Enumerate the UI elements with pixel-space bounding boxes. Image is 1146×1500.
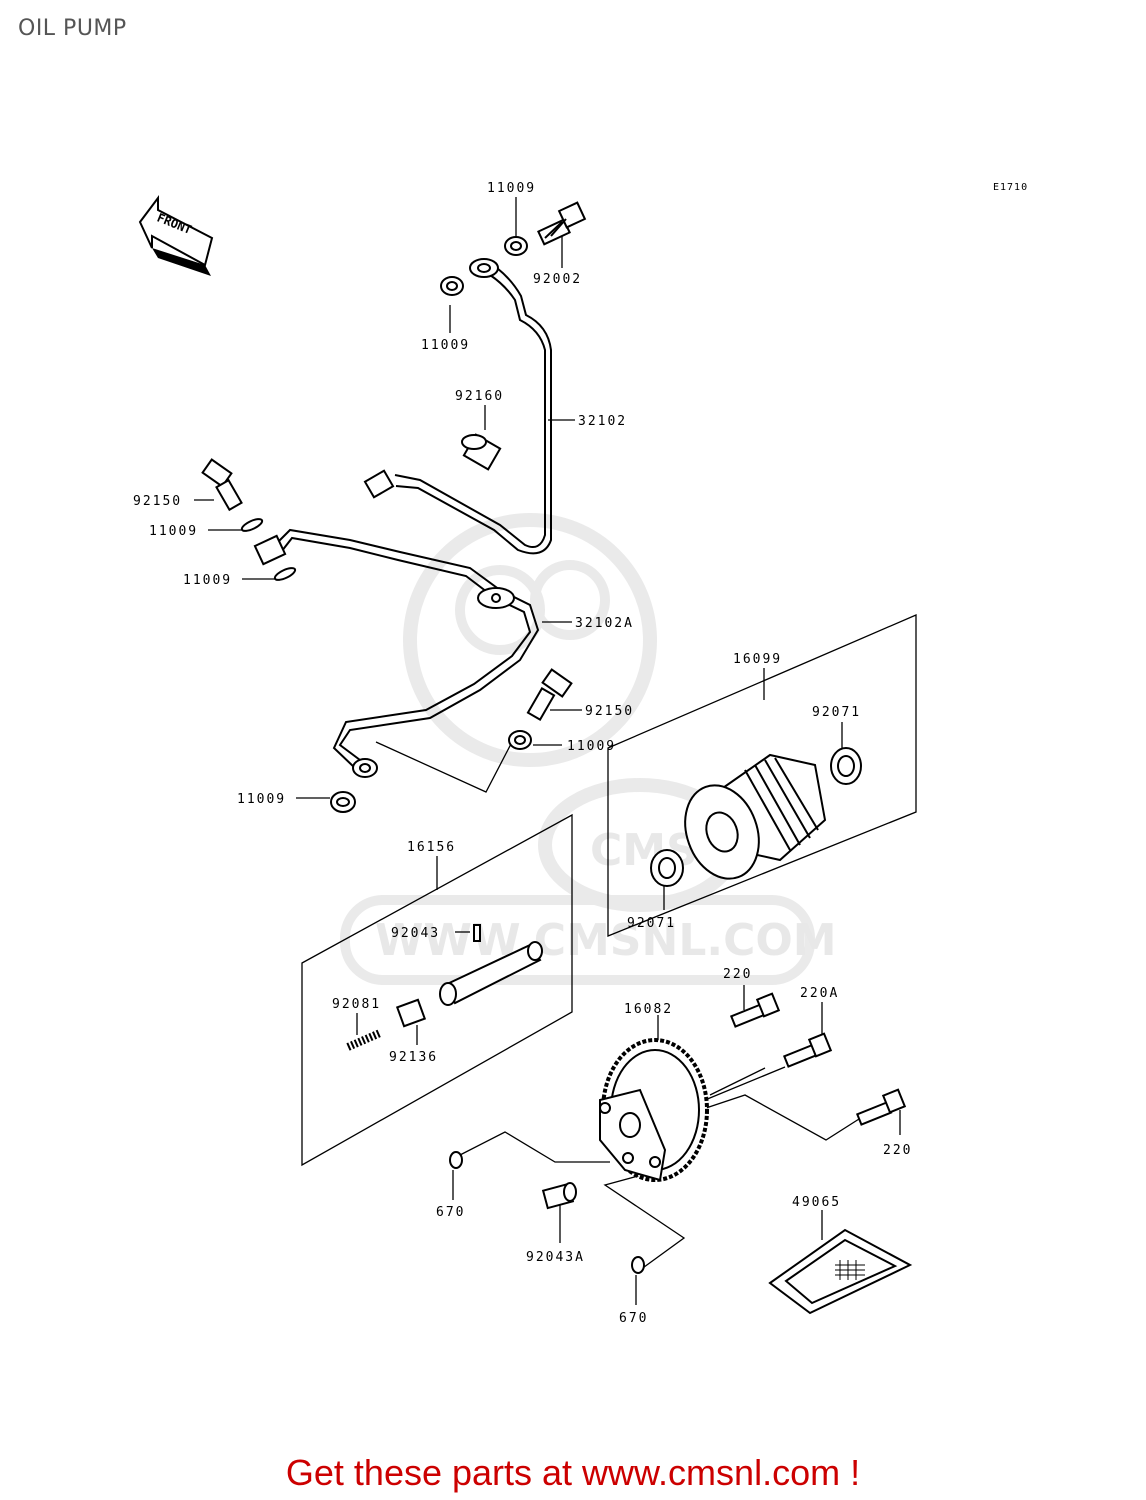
oil-pipe-32102a [253,528,540,778]
label-92043: 92043 [391,926,440,941]
label-92071-lower: 92071 [627,916,676,931]
o-ring-icon [650,747,862,887]
label-220-lower: 220 [883,1143,912,1158]
label-92043a: 92043A [526,1250,585,1265]
label-11009-mid-left: 11009 [183,573,232,588]
label-670-bottom: 670 [619,1311,648,1326]
collar-icon [461,433,502,471]
oil-pump-icon [599,1038,709,1182]
label-92136: 92136 [389,1050,438,1065]
oil-pipe-32102 [363,258,552,555]
label-670-left: 670 [436,1205,465,1220]
page-title: OIL PUMP [18,16,127,41]
diagram-code: E1710 [993,182,1028,193]
small-o-ring-icon [449,1151,645,1274]
banjo-bolt-icon [537,201,587,246]
relief-valve-icon [346,924,543,1051]
label-16099: 16099 [733,652,782,667]
bolt-icon [201,458,573,721]
label-16156: 16156 [407,840,456,855]
label-11009-top: 11009 [487,181,536,196]
label-49065: 49065 [792,1195,841,1210]
label-92150-upper: 92150 [133,494,182,509]
label-92150-lower: 92150 [585,704,634,719]
pump-bolt-icon [729,992,907,1126]
label-11009-center: 11009 [567,739,616,754]
relief-valve-panel [301,813,573,1167]
label-92002: 92002 [533,272,582,287]
label-16082: 16082 [624,1002,673,1017]
label-11009-lower-left: 11009 [237,792,286,807]
label-11009-upper-left: 11009 [149,524,198,539]
label-220-upper: 220 [723,967,752,982]
cta-link[interactable]: Get these parts at www.cmsnl.com ! [285,1452,861,1493]
oil-filter-icon [684,753,827,880]
label-92071-upper: 92071 [812,705,861,720]
watermark-url: WWW.CMSNL.COM [375,915,837,966]
oil-filter-panel [607,614,917,937]
label-92160: 92160 [455,389,504,404]
label-32102a: 32102A [575,616,634,631]
label-220a: 220A [800,986,839,1001]
oil-screen-icon [768,1228,913,1315]
dowel-pin-icon [541,1182,577,1210]
label-11009-left: 11009 [421,338,470,353]
front-arrow-icon: FRONT [138,195,214,276]
label-92081: 92081 [332,997,381,1012]
label-32102: 32102 [578,414,627,429]
washer-icon [240,236,532,813]
leader-lines [194,197,901,1305]
